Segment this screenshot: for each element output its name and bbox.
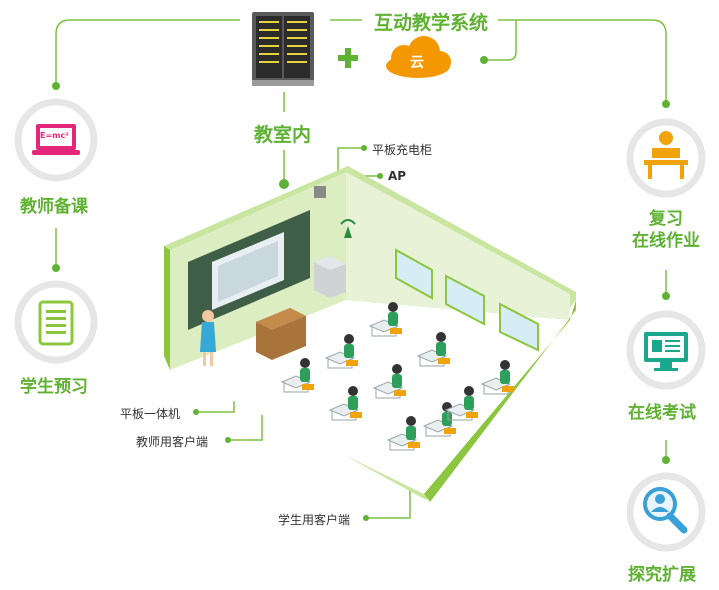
student-desk [480,360,514,395]
connector-dots [52,56,670,521]
teacher-prep-label: 教师备课 [20,197,88,217]
student-desk [280,358,314,393]
review-label: 复习 [649,209,683,229]
window [499,302,539,352]
wifi-signal-icon [340,219,356,238]
teacher-prep-icon [14,98,98,182]
online-exam-icon [626,310,706,390]
student-preview-label: 学生预习 [20,377,88,397]
student-desk [328,386,362,421]
connector-top-right [498,19,667,104]
window [445,274,485,326]
server-rack-icon [252,12,314,86]
student-desk [386,416,420,451]
cloud-label: 云 [410,55,424,71]
classroom-title: 教室内 [254,124,312,146]
connector-top-left [55,19,240,85]
explore-extend-label: 探究扩展 [628,565,696,585]
online-homework-label: 在线作业 [632,231,700,251]
classroom-illustration [164,166,576,502]
review-homework-icon [626,118,706,198]
student-desk [444,386,478,421]
ap-device [314,186,326,198]
cloud-icon [386,36,451,78]
back-wall [346,172,570,320]
student-desk [372,364,406,399]
student-desk [368,302,402,337]
charging-cabinet-label: 平板充电柜 [372,143,433,157]
student-desks [280,302,514,451]
tablet-all-in-one-label: 平板一体机 [120,407,181,421]
student-desk [324,334,358,369]
ap-label: AP [388,169,407,183]
emc2-label: E=mc² [40,131,69,140]
student-client-label: 学生用客户端 [278,513,351,527]
online-exam-label: 在线考试 [628,403,696,423]
student-desk [416,332,450,367]
teacher-client-label: 教师用客户端 [136,435,209,449]
connector-cloud [486,20,517,61]
system-title: 互动教学系统 [374,12,489,34]
student-preview-icon [14,280,98,364]
teacher-figure [200,310,216,366]
student-desk [422,402,456,437]
window [395,248,433,300]
plus-icon [338,48,358,68]
explore-extend-icon [626,472,706,552]
